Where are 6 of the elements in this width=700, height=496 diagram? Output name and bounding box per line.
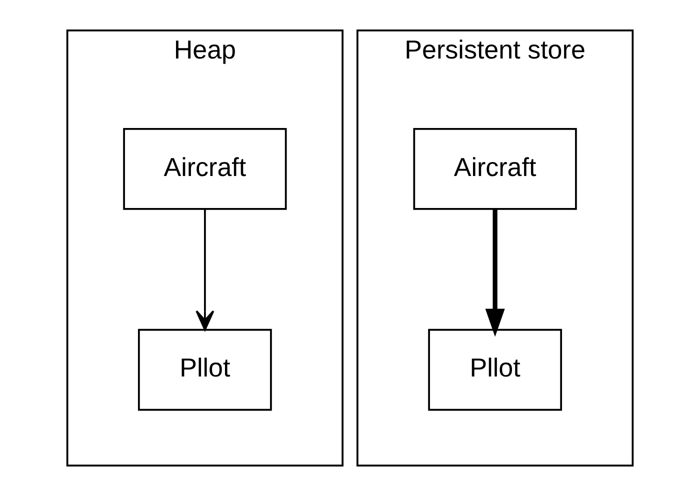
node-box: Pllot bbox=[138, 328, 272, 411]
node-box: Aircraft bbox=[123, 128, 287, 210]
arrow bbox=[485, 209, 505, 337]
arrow bbox=[196, 209, 214, 331]
node-box: Aircraft bbox=[413, 128, 577, 210]
node-box: Pllot bbox=[428, 328, 562, 411]
